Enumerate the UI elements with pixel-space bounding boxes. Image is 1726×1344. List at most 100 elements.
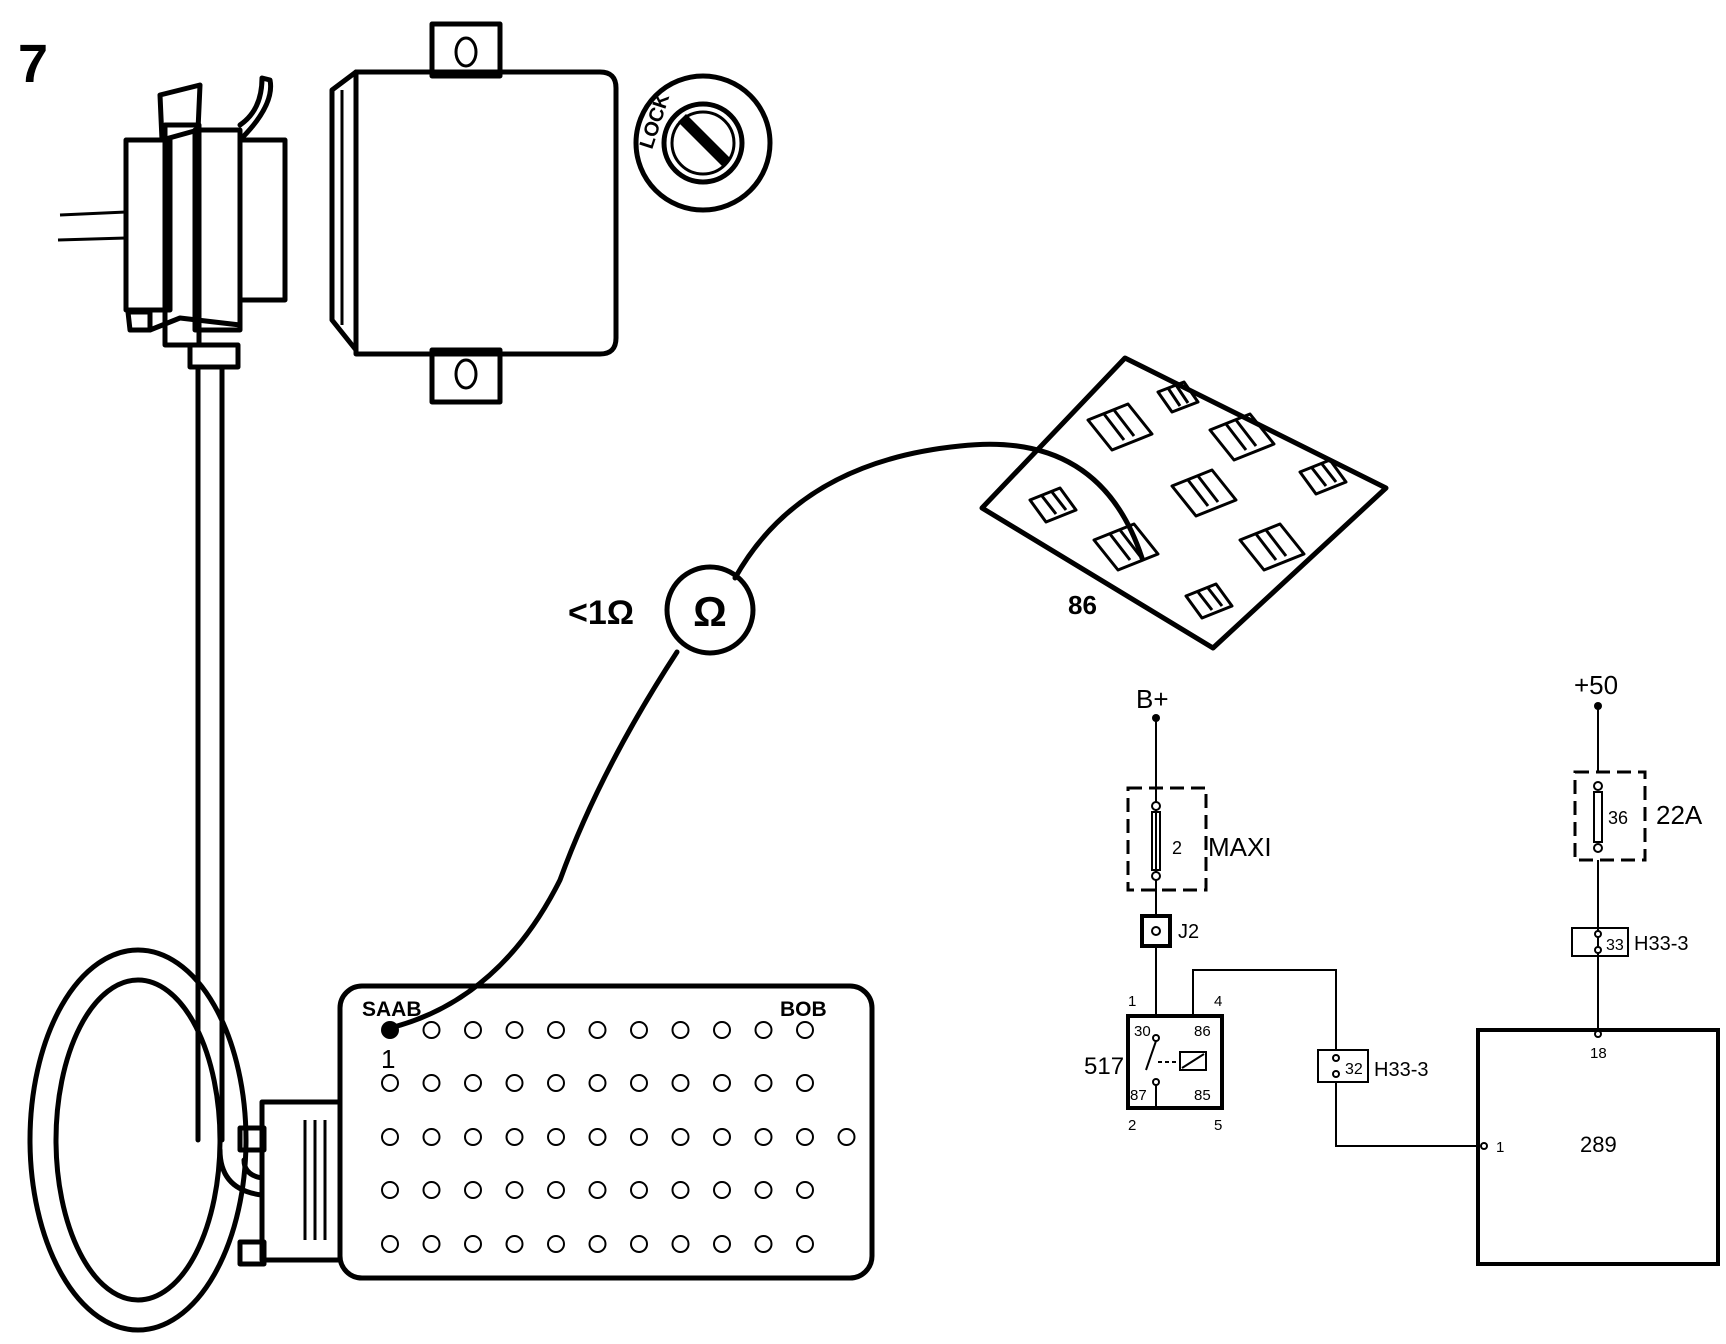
bob-pin-hole <box>671 1021 690 1039</box>
bob-pin-hole <box>505 1128 524 1146</box>
bob-pin-hole <box>630 1074 648 1092</box>
bob-pin-1 <box>381 1021 399 1039</box>
svg-text:32: 32 <box>1345 1061 1363 1078</box>
bob-pin-hole <box>547 1128 565 1146</box>
supply-b-plus: B+ <box>1136 684 1169 714</box>
bob-label: BOB <box>780 998 827 1021</box>
schematic: B+ 2 MAXI J2 1 4 2 5 30 86 87 85 517 <box>1084 670 1720 1266</box>
fuse-22a-box <box>1573 770 1647 862</box>
bob-pin-hole <box>422 1074 441 1092</box>
key-slot-icon <box>678 114 730 166</box>
bob-pin-hole <box>464 1128 482 1146</box>
bob-pin-hole <box>837 1128 856 1146</box>
bob-pin-hole <box>754 1074 773 1092</box>
bob-pin-hole <box>754 1235 773 1253</box>
fuse-22a-icon <box>1593 791 1603 843</box>
bob-pin-hole <box>630 1128 648 1146</box>
ecu-289 <box>1476 1028 1720 1266</box>
svg-text:86: 86 <box>1194 1023 1211 1040</box>
maxi-fuse-box <box>1126 786 1208 892</box>
svg-text:87: 87 <box>1130 1087 1147 1104</box>
bob-pin-hole <box>381 1181 399 1199</box>
bob-pin-hole <box>796 1021 814 1039</box>
bob-pin-hole <box>547 1235 565 1253</box>
bob-pin-hole <box>796 1074 814 1092</box>
bob-pin-hole <box>505 1235 524 1253</box>
svg-text:30: 30 <box>1134 1023 1151 1040</box>
bob-pin-hole <box>464 1074 482 1092</box>
bob-brand: SAAB <box>362 998 422 1021</box>
bob-pin-hole <box>796 1128 814 1146</box>
bob-pin-hole <box>630 1021 648 1039</box>
relay-terminal-label: 86 <box>1068 590 1097 620</box>
maxi-fuse-icon <box>1151 811 1161 871</box>
bob-pin-hole <box>422 1235 441 1253</box>
bob-pin-hole <box>381 1128 399 1146</box>
bob-pin-hole <box>422 1128 441 1146</box>
svg-text:5: 5 <box>1214 1117 1222 1134</box>
cable-loop <box>27 947 265 1333</box>
svg-text:85: 85 <box>1194 1087 1211 1104</box>
step-number: 7 <box>18 34 48 94</box>
bob-pin-hole <box>671 1074 690 1092</box>
bob-pin-hole <box>422 1181 441 1199</box>
bob-pin-hole <box>630 1181 648 1199</box>
bob-pin-hole <box>381 1074 399 1092</box>
ignition-lock: LOCK <box>633 73 773 213</box>
bob-pin-hole <box>796 1235 814 1253</box>
bob-pin-label: 1 <box>381 1044 395 1074</box>
bob-pin-hole <box>547 1181 565 1199</box>
bob-pin-hole <box>754 1021 773 1039</box>
control-module <box>329 21 619 405</box>
bob-pin-hole <box>381 1235 399 1253</box>
connector-h33-3-right <box>1571 927 1629 957</box>
ecu-id: 289 <box>1580 1132 1617 1157</box>
bob-pin-hole <box>505 1074 524 1092</box>
bob-pin-hole <box>505 1021 524 1039</box>
ohmmeter: Ω <1Ω <box>568 564 756 656</box>
bob-pin-hole <box>713 1128 731 1146</box>
bob-pin-hole <box>588 1181 607 1199</box>
connector-h33-3-left <box>1317 1049 1369 1083</box>
bob-pin-hole <box>796 1181 814 1199</box>
bob-pin-hole <box>713 1021 731 1039</box>
bob-pin-hole <box>588 1128 607 1146</box>
breakout-box: SAAB BOB 1 <box>337 983 875 1281</box>
test-lead-lower <box>387 649 680 1031</box>
svg-text:18: 18 <box>1590 1045 1607 1062</box>
svg-text:H33-3: H33-3 <box>1374 1059 1428 1081</box>
bob-pin-hole <box>547 1021 565 1039</box>
bob-pin-hole <box>713 1181 731 1199</box>
svg-text:2: 2 <box>1172 838 1182 858</box>
bob-pin-hole <box>588 1074 607 1092</box>
supply-plus-50: +50 <box>1574 670 1618 700</box>
bob-pin-hole <box>505 1181 524 1199</box>
harness-connector <box>57 75 288 1143</box>
bob-pin-grid <box>381 1021 856 1253</box>
bob-pin-hole <box>754 1128 773 1146</box>
svg-text:36: 36 <box>1608 808 1628 828</box>
bob-pin-hole <box>588 1021 607 1039</box>
svg-text:1: 1 <box>1128 993 1136 1010</box>
bob-pin-hole <box>671 1181 690 1199</box>
bob-pin-hole <box>754 1181 773 1199</box>
relay-socket: 86 <box>979 355 1389 651</box>
bob-pin-hole <box>464 1181 482 1199</box>
bob-connector <box>237 1099 343 1267</box>
bob-pin-hole <box>671 1128 690 1146</box>
fuse-22a-label: 22A <box>1656 800 1703 830</box>
bob-pin-hole <box>713 1235 731 1253</box>
ohm-reading: <1Ω <box>568 594 634 632</box>
svg-text:33: 33 <box>1606 937 1624 954</box>
test-lead-upper <box>732 441 1145 581</box>
svg-text:4: 4 <box>1214 993 1222 1010</box>
maxi-label: MAXI <box>1208 832 1272 862</box>
svg-text:1: 1 <box>1496 1139 1504 1156</box>
svg-text:2: 2 <box>1128 1117 1136 1134</box>
ohm-icon: Ω <box>693 588 727 635</box>
bob-pin-hole <box>588 1235 607 1253</box>
bob-pin-hole <box>464 1235 482 1253</box>
bob-pin-hole <box>630 1235 648 1253</box>
